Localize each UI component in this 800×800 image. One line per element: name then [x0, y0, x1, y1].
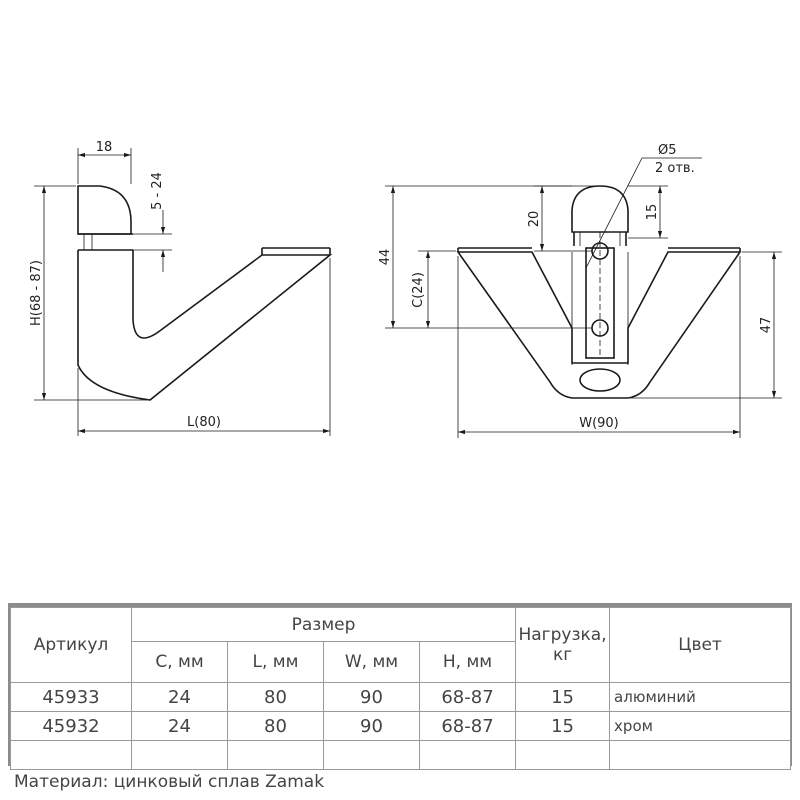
cell-load: 15: [515, 711, 611, 741]
cell-h: 68-87: [418, 682, 517, 712]
header-size: Размер: [130, 607, 517, 642]
front-view-clamp: [571, 185, 629, 233]
cell-c: 24: [131, 711, 228, 741]
cell-l: 80: [227, 682, 324, 712]
table-row: 45932 24 80 90 68-87 15 хром: [10, 711, 792, 741]
dim-width-label: 18: [96, 140, 113, 155]
cell-article: 45933: [10, 682, 132, 712]
cell-color: хром: [609, 711, 792, 741]
cell-article: 45932: [10, 711, 132, 741]
dim-hole-dia-label: Ø5: [658, 143, 677, 158]
table-row: 45933 24 80 90 68-87 15 алюминий: [10, 682, 792, 712]
header-article: Артикул: [10, 607, 132, 683]
header-c: C, мм: [131, 641, 228, 683]
cell-w: 90: [323, 711, 420, 741]
front-view: Ø5 2 отв. 20 15 44 C(24) 47 W(90): [378, 143, 782, 438]
table-row-empty: [10, 740, 792, 770]
spec-table: Артикул Размер Нагрузка, кг Цвет C, мм L…: [10, 607, 792, 770]
dim-47-label: 47: [759, 317, 774, 334]
cell-l: 80: [227, 711, 324, 741]
side-view-clamp: [77, 185, 132, 235]
header-color: Цвет: [609, 607, 792, 683]
side-view-body: [77, 250, 333, 401]
header-w: W, мм: [323, 641, 420, 683]
cell-h: 68-87: [418, 711, 517, 741]
material-note: Материал: цинковый сплав Zamak: [14, 772, 325, 792]
header-l: L, мм: [227, 641, 324, 683]
dim-20-label: 20: [527, 211, 542, 228]
dim-c-label: C(24): [411, 272, 426, 308]
header-load: Нагрузка, кг: [515, 607, 611, 683]
dim-w-label: W(90): [579, 416, 619, 431]
dim-thickness-label: 5 - 24: [150, 172, 165, 210]
dim-hole-count-label: 2 отв.: [655, 161, 695, 176]
dim-length-label: L(80): [187, 415, 221, 430]
side-view: 18 5 - 24 H(68 - 87) L(80): [29, 140, 333, 436]
dim-44-label: 44: [378, 249, 393, 266]
dim-15-label: 15: [645, 204, 660, 221]
header-h: H, мм: [418, 641, 517, 683]
cell-w: 90: [323, 682, 420, 712]
bottom-oval: [579, 368, 621, 392]
cell-color: алюминий: [609, 682, 792, 712]
spec-table-frame: Артикул Размер Нагрузка, кг Цвет C, мм L…: [8, 603, 792, 770]
cell-load: 15: [515, 682, 611, 712]
cell-c: 24: [131, 682, 228, 712]
dim-height-label: H(68 - 87): [29, 260, 44, 326]
front-view-body: [456, 251, 742, 399]
